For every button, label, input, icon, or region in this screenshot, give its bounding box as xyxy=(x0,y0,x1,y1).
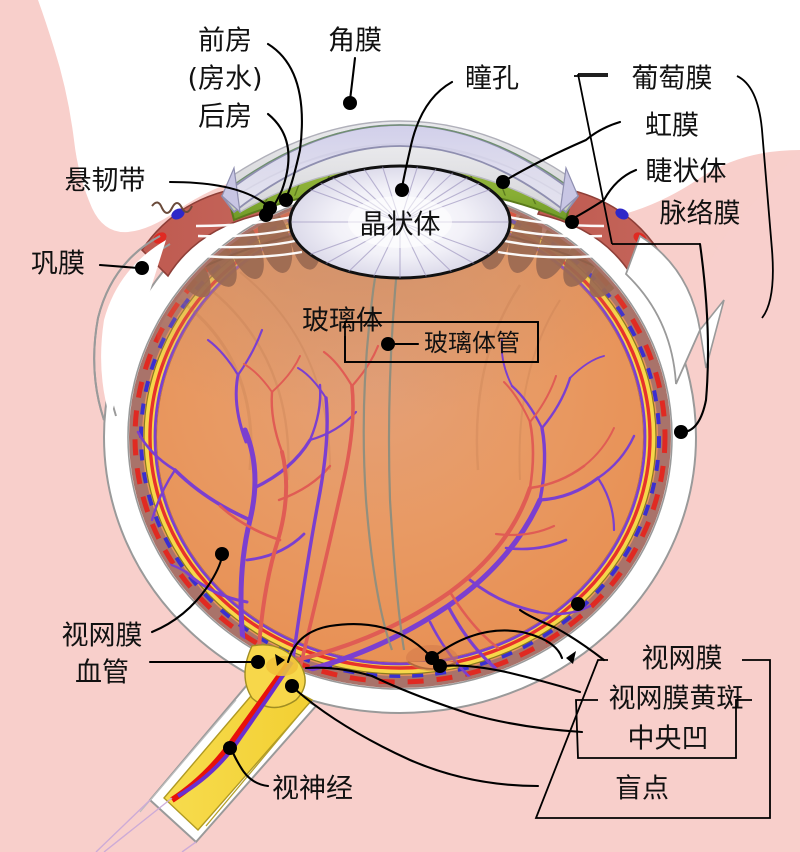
retina-internal-arrows xyxy=(286,623,564,664)
label-ciliary-body: 睫状体 xyxy=(646,157,727,188)
label-fovea: 中央凹 xyxy=(628,724,709,755)
leader-macula xyxy=(442,664,582,694)
leader-sclera xyxy=(98,263,140,270)
label-optic-nerve: 视神经 xyxy=(272,774,353,805)
label-iris: 虹膜 xyxy=(645,111,699,142)
marker-blind-spot xyxy=(285,679,299,693)
leader-pupil xyxy=(400,80,454,190)
marker-hyaloid-canal xyxy=(381,337,395,351)
tendon-squiggle xyxy=(151,201,193,214)
marker-ciliary-body xyxy=(565,215,579,229)
label-retina: 视网膜 xyxy=(642,644,723,675)
cornea-limbus-right xyxy=(559,165,579,214)
marker-anterior-chamber xyxy=(279,193,293,207)
label-anterior-chamber-line2: (房水) xyxy=(187,64,262,95)
extraocular-muscle-right xyxy=(624,234,725,385)
leader-ciliary-body xyxy=(568,168,638,222)
marker-retinal-vessels-upper xyxy=(215,547,229,561)
arrowhead-right xyxy=(566,651,576,664)
label-macula: 视网膜黄斑 xyxy=(609,684,744,715)
hyaloid-canal xyxy=(362,257,406,651)
leader-retinal-vessels-upper xyxy=(150,554,224,634)
leader-iris xyxy=(504,120,622,182)
background-white-region xyxy=(38,0,800,233)
zonule-fibers xyxy=(195,214,605,259)
marker-sclera xyxy=(135,261,149,275)
macula-group-bracket xyxy=(575,699,752,759)
hyaloid-canal-box xyxy=(344,321,539,363)
label-pupil: 瞳孔 xyxy=(465,64,519,95)
label-uvea: 葡萄膜 xyxy=(632,64,713,95)
label-retinal-vessels-line1: 视网膜 xyxy=(62,621,143,652)
marker-fovea-point xyxy=(425,651,439,665)
label-blind-spot: 盲点 xyxy=(615,774,669,805)
label-retinal-vessels-line2: 血管 xyxy=(75,658,129,689)
retina-group-bracket xyxy=(534,659,771,819)
marker-optic-nerve xyxy=(223,741,237,755)
label-choroid: 脉络膜 xyxy=(660,199,741,230)
marker-retina xyxy=(571,597,585,611)
marker-zonule xyxy=(263,201,277,215)
marker-retinal-vessels-lower xyxy=(251,655,265,669)
leader-retina xyxy=(518,608,606,662)
leader-choroid xyxy=(682,242,710,434)
arrowhead-left xyxy=(275,654,285,666)
marker-pupil xyxy=(395,183,409,197)
light-ray-lines xyxy=(95,797,197,852)
label-posterior-chamber: 后房 xyxy=(198,102,252,133)
cornea-inner-line xyxy=(223,124,577,193)
marker-cornea xyxy=(343,96,357,110)
label-lens: 晶状体 xyxy=(360,210,441,241)
lens-core-highlight xyxy=(348,196,452,248)
uvea-brace xyxy=(736,75,774,319)
label-hyaloid-canal: 玻璃体管 xyxy=(424,329,520,357)
label-zonule: 悬韧带 xyxy=(65,166,146,197)
blind-spot-disc xyxy=(266,656,298,676)
label-vitreous-body: 玻璃体 xyxy=(302,306,383,337)
uvea-bracket-left xyxy=(577,73,700,245)
leader-zonule xyxy=(168,180,270,208)
marker-choroid xyxy=(674,425,688,439)
label-anterior-chamber-line1: 前房 xyxy=(198,26,252,57)
label-cornea: 角膜 xyxy=(328,26,382,57)
leader-blind-spot xyxy=(294,688,540,788)
marker-iris xyxy=(496,175,510,189)
label-sclera: 巩膜 xyxy=(31,249,85,280)
leader-fovea xyxy=(370,674,584,734)
leader-fovea-tail xyxy=(304,666,374,678)
leader-anterior-chamber xyxy=(266,42,303,200)
